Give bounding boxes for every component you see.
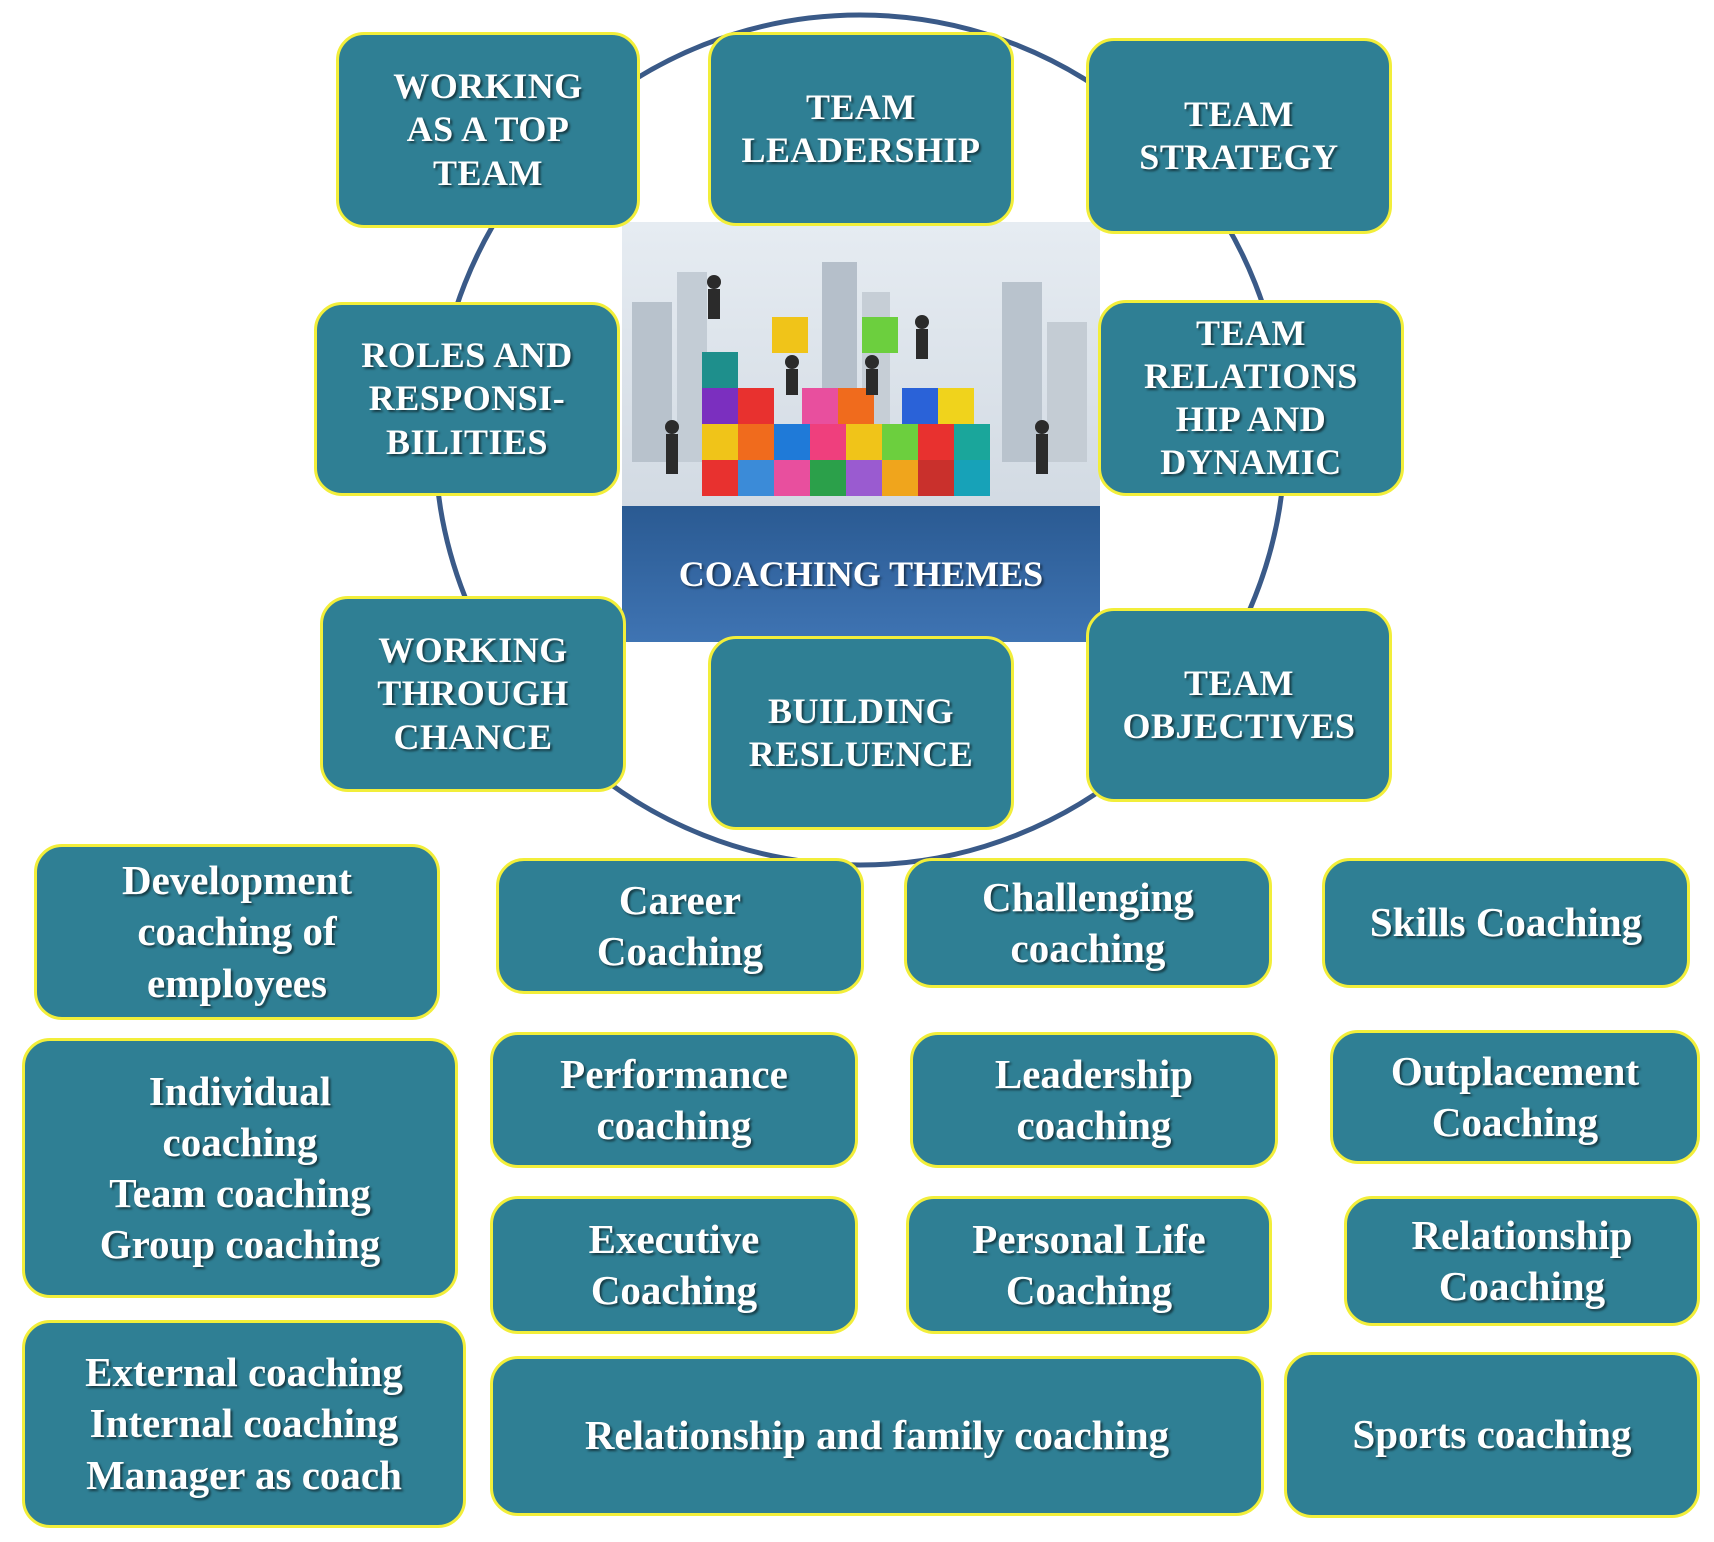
coaching-personal-life: Personal Life Coaching (906, 1196, 1272, 1334)
coaching-relationship: Relationship Coaching (1344, 1196, 1700, 1326)
coaching-external-internal-manager: External coaching Internal coaching Mana… (22, 1320, 466, 1528)
puzzle-team-building-image (632, 262, 1087, 496)
theme-roles-and-responsibilities: ROLES AND RESPONSI- BILITIES (314, 302, 620, 496)
coaching-label: Leadership coaching (994, 1050, 1194, 1148)
theme-team-leadership: TEAM LEADERSHIP (708, 32, 1014, 226)
center-title: COACHING THEMES (622, 506, 1100, 642)
coaching-sports: Sports coaching (1284, 1352, 1700, 1518)
coaching-executive: Executive Coaching (490, 1196, 858, 1334)
coaching-label: Outplacement Coaching (1390, 1047, 1640, 1145)
coaching-relationship-and-family: Relationship and family coaching (490, 1356, 1264, 1516)
theme-label: BUILDING RESLUENCE (748, 690, 974, 774)
theme-label: TEAM LEADERSHIP (741, 86, 981, 170)
coaching-label: Skills Coaching (1369, 899, 1643, 946)
theme-label: WORKING AS A TOP TEAM (393, 66, 583, 193)
theme-working-through-chance: WORKING THROUGH CHANCE (320, 596, 626, 792)
coaching-label: Personal Life Coaching (972, 1215, 1206, 1313)
coaching-skills: Skills Coaching (1322, 858, 1690, 988)
coaching-label: Executive Coaching (588, 1215, 760, 1313)
theme-label: TEAM RELATIONS HIP AND DYNAMIC (1144, 312, 1358, 483)
theme-label: TEAM STRATEGY (1139, 93, 1339, 177)
coaching-label: Sports coaching (1352, 1411, 1632, 1458)
coaching-label: Relationship Coaching (1411, 1211, 1633, 1309)
coaching-label: Performance coaching (560, 1050, 788, 1148)
coaching-development-of-employees: Development coaching of employees (34, 844, 440, 1020)
coaching-label: Challenging coaching (982, 873, 1194, 971)
coaching-label: Relationship and family coaching (584, 1412, 1170, 1459)
theme-team-relationship-dynamic: TEAM RELATIONS HIP AND DYNAMIC (1098, 300, 1404, 496)
center-image: COACHING THEMES (622, 222, 1100, 642)
coaching-performance: Performance coaching (490, 1032, 858, 1168)
coaching-individual-team-group: Individual coaching Team coaching Group … (22, 1038, 458, 1298)
theme-label: WORKING THROUGH CHANCE (377, 630, 569, 757)
theme-working-as-a-top-team: WORKING AS A TOP TEAM (336, 32, 640, 228)
theme-building-resluence: BUILDING RESLUENCE (708, 636, 1014, 830)
coaching-leadership: Leadership coaching (910, 1032, 1278, 1168)
coaching-career: Career Coaching (496, 858, 864, 994)
theme-label: ROLES AND RESPONSI- BILITIES (361, 335, 573, 462)
theme-team-strategy: TEAM STRATEGY (1086, 38, 1392, 234)
theme-team-objectives: TEAM OBJECTIVES (1086, 608, 1392, 802)
coaching-outplacement: Outplacement Coaching (1330, 1030, 1700, 1164)
coaching-challenging: Challenging coaching (904, 858, 1272, 988)
coaching-label: External coaching Internal coaching Mana… (85, 1349, 403, 1498)
coaching-label: Development coaching of employees (121, 857, 352, 1006)
coaching-label: Career Coaching (596, 876, 764, 974)
theme-label: TEAM OBJECTIVES (1122, 662, 1356, 746)
coaching-label: Individual coaching Team coaching Group … (99, 1067, 381, 1268)
